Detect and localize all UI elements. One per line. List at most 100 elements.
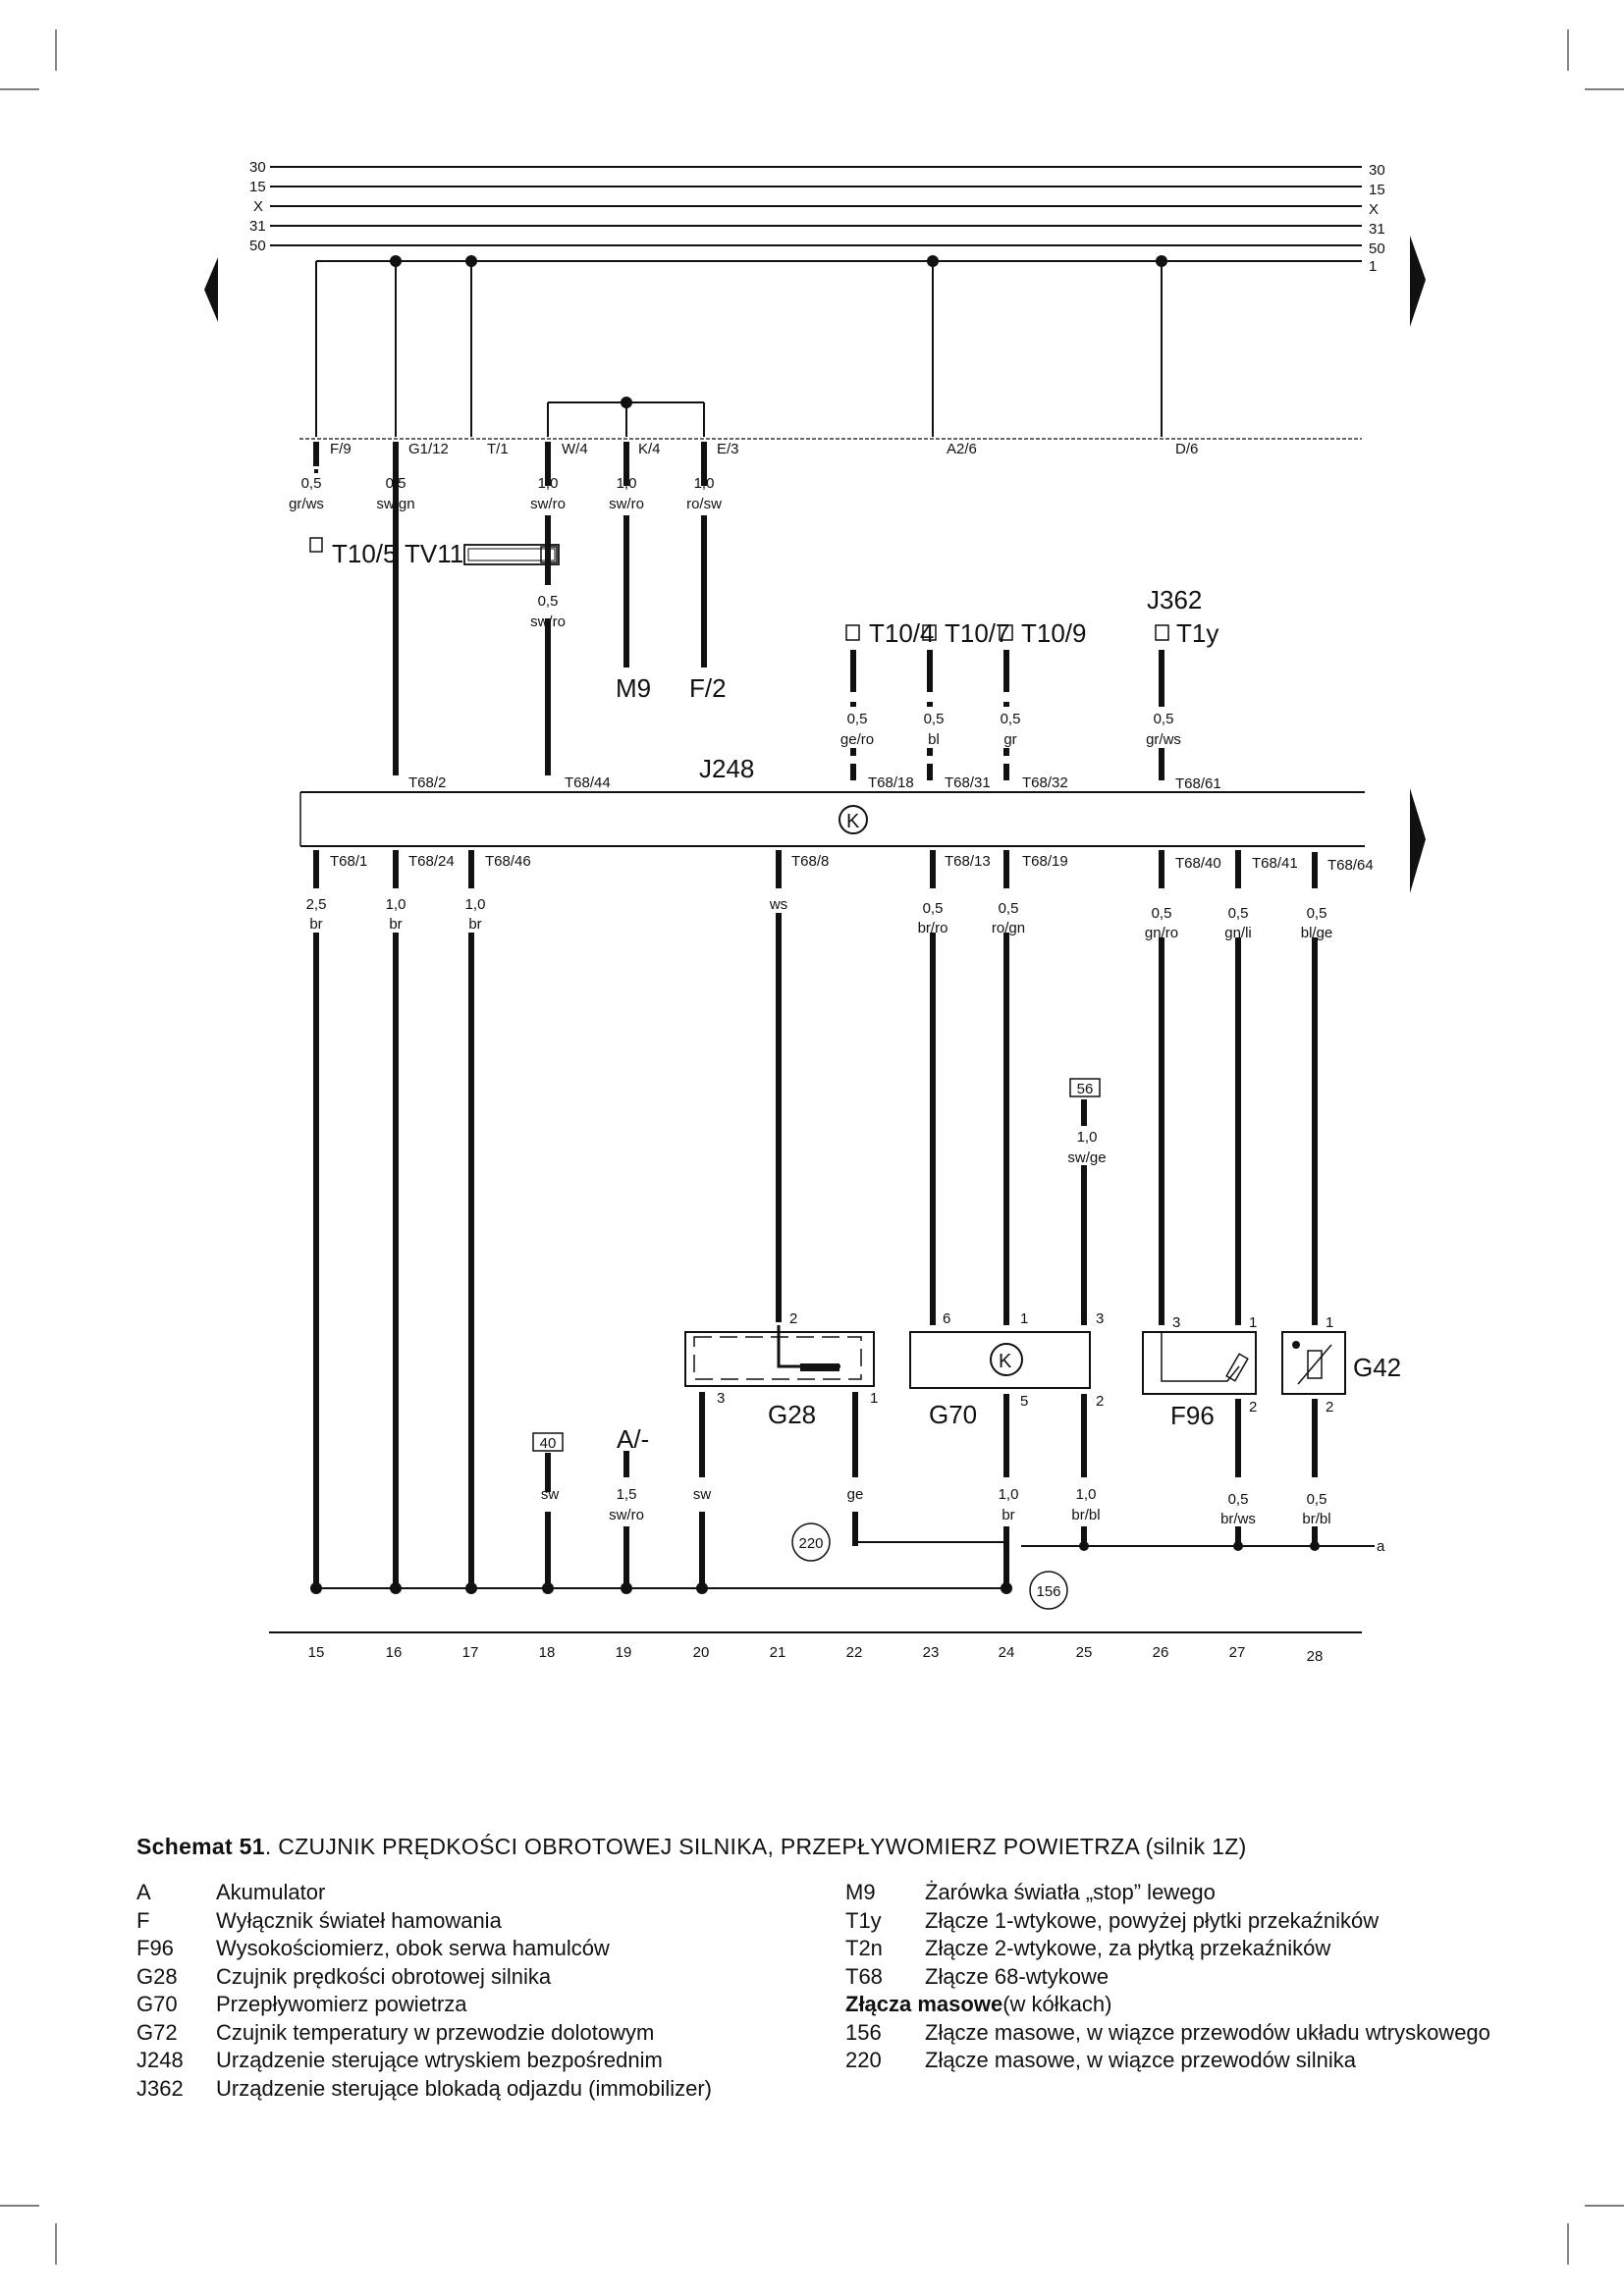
rail-right-label: 1 (1369, 258, 1377, 275)
svg-text:T10/9: T10/9 (1021, 618, 1087, 648)
pin-label: T68/2 (408, 774, 446, 791)
prev-page-arrow-icon (204, 257, 218, 322)
lower-wires (313, 850, 1318, 1588)
pin-number: 3 (717, 1390, 725, 1407)
pin-label: T68/24 (408, 853, 455, 870)
wire-color: sw/gn (376, 496, 414, 512)
wire-size: 0,5 (923, 900, 944, 917)
pin-number: 2 (789, 1310, 797, 1327)
column-number: 28 (1307, 1648, 1324, 1665)
ground-legend-header: Złącza masowe (w kółkach) (845, 1992, 1112, 2016)
connector-tv11: TV11 (405, 539, 560, 568)
pin-label: T68/61 (1175, 775, 1221, 792)
wire-size: 0,5 (301, 475, 322, 492)
svg-text:T10/4: T10/4 (869, 618, 935, 648)
component-j362: J362 T1y (1147, 585, 1218, 648)
wire-color: br (1001, 1507, 1014, 1523)
wire-color: br (309, 916, 322, 933)
svg-text:56: 56 (1077, 1081, 1094, 1097)
pin-number: 3 (1172, 1314, 1180, 1331)
svg-text:220: 220 (798, 1535, 823, 1552)
crop-marks (0, 29, 1624, 2265)
pin-label: T68/44 (565, 774, 611, 791)
wire-size: 0,5 (1001, 711, 1021, 727)
wire-color: gr/ws (289, 496, 324, 512)
thick-wires-top (313, 442, 707, 775)
k-symbol-icon: K (999, 1351, 1012, 1372)
wire-size: 1,0 (465, 896, 486, 913)
control-unit-j248: J248 K (299, 754, 1365, 847)
wire-color: bl (928, 731, 940, 748)
junction-dots (390, 255, 1167, 408)
wire-size: 2,5 (306, 896, 327, 913)
terminal-label: T/1 (487, 441, 509, 457)
wire-color: br (389, 916, 402, 933)
wire-size: 0,5 (1228, 905, 1249, 922)
wire-size: 0,5 (924, 711, 945, 727)
wire-color: sw/ro (530, 614, 566, 630)
column-number: 17 (462, 1644, 479, 1661)
wire-color: sw (541, 1486, 560, 1503)
rail-right-label: 50 (1369, 240, 1385, 257)
wire-color: gr (1003, 731, 1016, 748)
sensor-g70: K G70 (909, 1331, 1091, 1429)
pin-label: T68/32 (1022, 774, 1068, 791)
k-symbol-icon: K (846, 811, 860, 832)
terminal-label: E/3 (717, 441, 739, 457)
wire-color: gn/ro (1145, 925, 1178, 941)
rail-left-label: 50 (249, 238, 266, 254)
mid-wires (850, 650, 1164, 780)
svg-text:G70: G70 (929, 1400, 977, 1429)
connector-t10-group: T10/4 T10/7 T10/9 (845, 618, 1087, 648)
caption-text: . CZUJNIK PRĘDKOŚCI OBROTOWEJ SILNIKA, P… (264, 1834, 1247, 1859)
ground-label-a: a (1377, 1538, 1385, 1555)
wire-size: 1,0 (386, 896, 406, 913)
svg-text:G28: G28 (768, 1400, 816, 1429)
svg-text:T1y: T1y (1176, 618, 1218, 648)
wire-40-box: 40 (532, 1432, 564, 1452)
svg-text:TV11: TV11 (405, 539, 463, 568)
rail-right-label: 31 (1369, 221, 1385, 238)
pin-number: 1 (870, 1390, 878, 1407)
wire-color: br/ro (918, 920, 948, 936)
terminal-label: F/9 (330, 441, 352, 457)
component-j248: J248 (699, 754, 754, 783)
pin-number: 2 (1249, 1399, 1257, 1415)
svg-text:1,0: 1,0 (1077, 1129, 1098, 1146)
wire-size: 0,5 (1307, 1491, 1327, 1508)
svg-text:G42: G42 (1353, 1353, 1401, 1382)
wire-color: ge (847, 1486, 864, 1503)
wire-color: gn/li (1224, 925, 1252, 941)
svg-text:T10/5: T10/5 (332, 539, 398, 568)
wire-size: 0,5 (999, 900, 1019, 917)
wire-color: sw (693, 1486, 712, 1503)
wire-size: 0,5 (1228, 1491, 1249, 1508)
terminal-label: A2/6 (947, 441, 977, 457)
wire-color: br/bl (1071, 1507, 1100, 1523)
pin-number: 3 (1096, 1310, 1104, 1327)
pin-label: T68/46 (485, 853, 531, 870)
wire-size: 0,5 (847, 711, 868, 727)
wire-size: 1,0 (694, 475, 715, 492)
pin-label: T68/8 (791, 853, 829, 870)
pin-label: T68/13 (945, 853, 991, 870)
wire-size: 0,5 (1307, 905, 1327, 922)
column-number: 27 (1229, 1644, 1246, 1661)
sensor-f96: F96 (1142, 1331, 1257, 1430)
connector-t10-5: T10/5 (309, 537, 398, 568)
wire-color: sw/ro (609, 1507, 644, 1523)
pin-number: 6 (943, 1310, 950, 1327)
next-page-arrow-top-icon (1410, 236, 1426, 327)
column-number: 23 (923, 1644, 940, 1661)
